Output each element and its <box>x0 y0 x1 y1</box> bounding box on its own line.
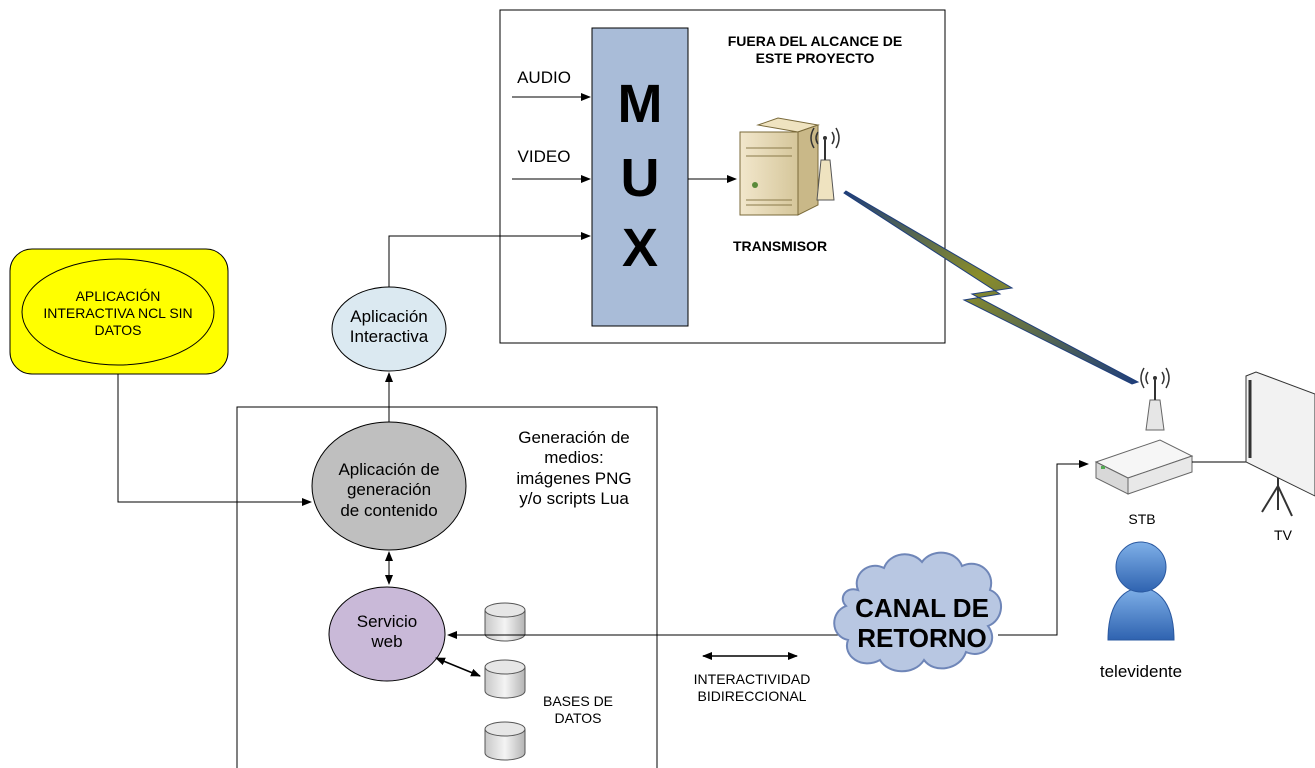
audio-label: AUDIO <box>517 68 571 87</box>
database-icon <box>484 602 526 761</box>
return-channel-label: CANAL DE RETORNO <box>855 593 989 653</box>
mux-letter-m: M <box>618 74 663 134</box>
databases-label: BASES DE DATOS <box>542 693 614 726</box>
web-service-ellipse <box>328 586 446 682</box>
return-channel-to-stb-connector <box>998 460 1089 636</box>
interactive-app-ellipse <box>331 286 447 372</box>
ncl-app-label: APLICACIÓN INTERACTIVA NCL SIN DATOS <box>43 288 193 338</box>
wireless-link-bolt <box>843 190 1140 385</box>
mux-letter-u: U <box>621 148 660 208</box>
tv-screen-icon <box>1245 371 1315 517</box>
stb-icon <box>1094 367 1194 495</box>
viewer-label: televidente <box>1099 662 1183 681</box>
return-channel-cloud <box>833 551 1002 673</box>
tv-label: TV <box>1274 527 1292 543</box>
media-note-label: Generación de medios: imágenes PNG y/o s… <box>516 428 632 509</box>
video-label: VIDEO <box>517 147 571 166</box>
app-to-mux-connector <box>388 232 591 297</box>
mux-block <box>591 27 689 327</box>
content-app-label: Aplicación de generación de contenido <box>338 460 440 520</box>
transmitter-server-icon <box>739 117 840 216</box>
viewer-icon <box>1107 541 1175 641</box>
out-of-scope-frame <box>499 9 946 344</box>
server-frame <box>236 406 658 768</box>
interactive-app-label: Aplicación Interactiva <box>349 307 429 347</box>
content-app-ellipse <box>311 421 467 551</box>
mux-letter-x: X <box>622 218 658 278</box>
web-service-label: Servicio web <box>356 612 418 652</box>
webservice-database-arrow <box>435 657 481 677</box>
ncl-to-content-connector <box>117 374 312 506</box>
ncl-app-ellipse <box>21 258 215 366</box>
out-of-scope-title: FUERA DEL ALCANCE DE ESTE PROYECTO <box>727 33 903 66</box>
stb-label: STB <box>1128 511 1156 527</box>
transmitter-label: TRANSMISOR <box>732 238 828 254</box>
interactivity-label: INTERACTIVIDAD BIDIRECCIONAL <box>693 671 811 704</box>
